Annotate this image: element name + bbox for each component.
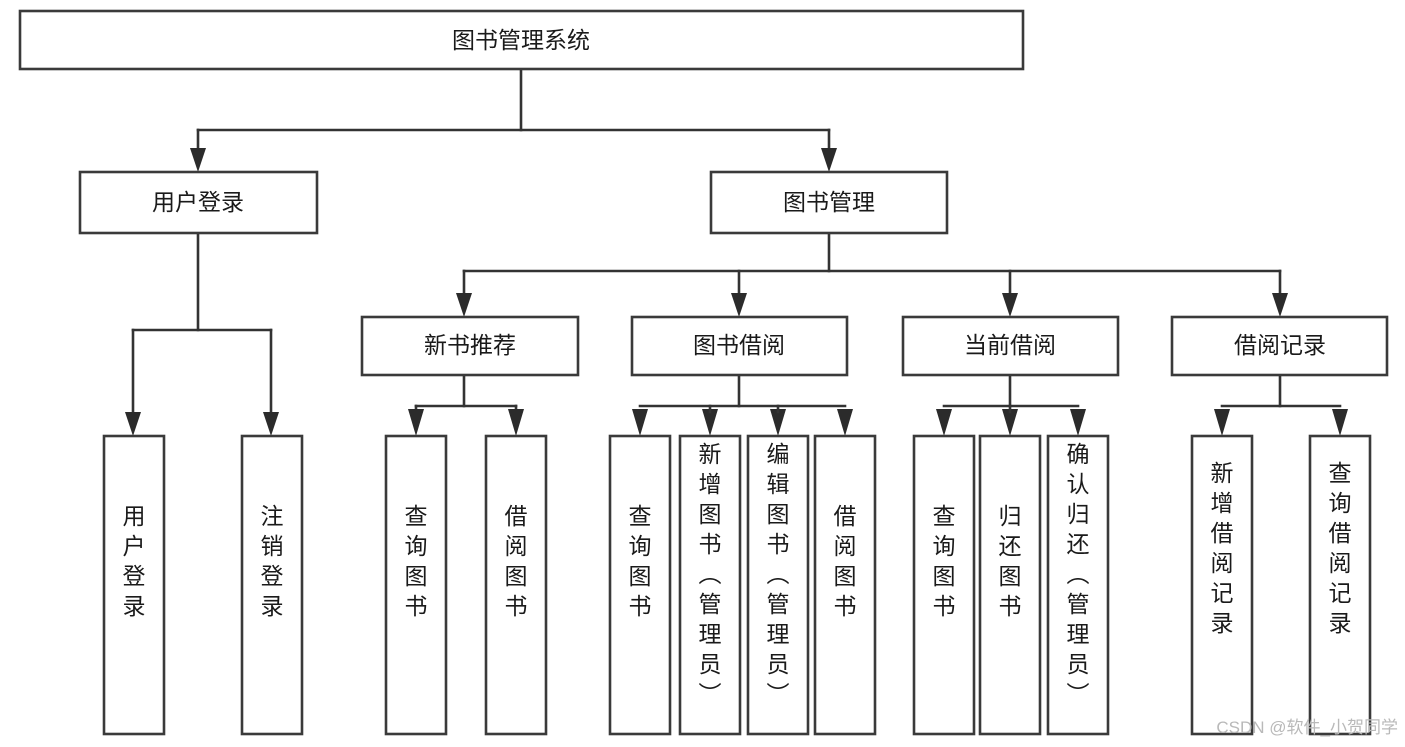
arrow-to-leaf-query-book-1 — [408, 409, 424, 436]
node-borrow-record-box[interactable] — [1170, 315, 1389, 377]
node-leaf-user-login[interactable]: 用户登录 — [102, 434, 166, 736]
node-leaf-user-login-label: 用户登录 — [123, 503, 146, 619]
arrow-to-leaf-edit-book — [770, 409, 786, 436]
node-current-borrow-box[interactable] — [901, 315, 1120, 377]
arrow-to-leaf-logout-login — [263, 412, 279, 436]
arrow-to-leaf-add-record — [1214, 409, 1230, 436]
arrow-to-new-book-recommend — [456, 293, 472, 317]
arrow-to-leaf-return-book — [1002, 409, 1018, 436]
arrow-to-leaf-borrow-book-1 — [508, 409, 524, 436]
node-book-manage[interactable]: 图书管理 — [709, 170, 949, 235]
node-leaf-edit-book[interactable]: 编辑图书︵管理员︶ — [746, 434, 810, 736]
node-leaf-borrow-book-1-label: 借阅图书 — [505, 503, 528, 619]
node-leaf-return-book-box[interactable] — [978, 434, 1042, 736]
node-borrow-record-label: 借阅记录 — [1234, 332, 1326, 358]
node-current-borrow[interactable]: 当前借阅 — [901, 315, 1120, 377]
node-leaf-logout-login-box[interactable] — [240, 434, 304, 736]
node-leaf-add-record-label: 新增借阅记录 — [1211, 460, 1234, 636]
node-leaf-borrow-book-1[interactable]: 借阅图书 — [484, 434, 548, 736]
node-leaf-confirm-return-label: 确认归还︵管理员︶ — [1067, 441, 1090, 707]
node-leaf-edit-book-box[interactable] — [746, 434, 810, 736]
node-current-borrow-label: 当前借阅 — [964, 332, 1056, 358]
arrow-to-leaf-query-book-3 — [936, 409, 952, 436]
arrow-to-leaf-borrow-book-2 — [837, 409, 853, 436]
node-leaf-return-book[interactable]: 归还图书 — [978, 434, 1042, 736]
node-leaf-add-book[interactable]: 新增图书︵管理员︶ — [678, 434, 742, 736]
node-book-manage-label: 图书管理 — [783, 189, 875, 215]
node-leaf-query-book-2-label: 查询图书 — [629, 503, 652, 619]
arrow-to-leaf-query-record — [1332, 409, 1348, 436]
node-leaf-add-book-label: 新增图书︵管理员︶ — [699, 441, 722, 707]
node-new-book-recommend[interactable]: 新书推荐 — [360, 315, 580, 377]
node-leaf-query-book-2-box[interactable] — [608, 434, 672, 736]
node-leaf-borrow-book-2-label: 借阅图书 — [834, 503, 857, 619]
node-book-borrow-label: 图书借阅 — [693, 332, 785, 358]
node-leaf-query-book-2[interactable]: 查询图书 — [608, 434, 672, 736]
node-root[interactable]: 图书管理系统 — [18, 9, 1025, 71]
connector-layer — [125, 67, 1348, 436]
node-leaf-query-record-box[interactable] — [1308, 434, 1372, 736]
node-book-borrow-box[interactable] — [630, 315, 849, 377]
node-leaf-user-login-box[interactable] — [102, 434, 166, 736]
watermark-label: CSDN @软件_小贺同学 — [1216, 718, 1398, 737]
node-leaf-query-book-1[interactable]: 查询图书 — [384, 434, 448, 736]
node-book-borrow[interactable]: 图书借阅 — [630, 315, 849, 377]
arrow-to-book-manage — [821, 148, 837, 172]
node-leaf-confirm-return-box[interactable] — [1046, 434, 1110, 736]
node-user-login-box[interactable] — [78, 170, 319, 235]
node-leaf-query-book-3-label: 查询图书 — [933, 503, 956, 619]
node-leaf-borrow-book-2-box[interactable] — [813, 434, 877, 736]
node-leaf-borrow-book-1-box[interactable] — [484, 434, 548, 736]
node-leaf-query-record[interactable]: 查询借阅记录 — [1308, 434, 1372, 736]
node-leaf-query-book-3[interactable]: 查询图书 — [912, 434, 976, 736]
node-leaf-query-record-label: 查询借阅记录 — [1329, 460, 1352, 636]
node-leaf-query-book-1-box[interactable] — [384, 434, 448, 736]
node-leaf-logout-login[interactable]: 注销登录 — [240, 434, 304, 736]
arrow-to-borrow-record — [1272, 293, 1288, 317]
node-leaf-add-book-box[interactable] — [678, 434, 742, 736]
node-root-box[interactable] — [18, 9, 1025, 71]
node-leaf-edit-book-label: 编辑图书︵管理员︶ — [767, 441, 790, 707]
arrow-to-leaf-user-login — [125, 412, 141, 436]
arrow-to-current-borrow — [1002, 293, 1018, 317]
node-leaf-return-book-label: 归还图书 — [999, 503, 1022, 619]
arrow-to-leaf-add-book — [702, 409, 718, 436]
node-book-manage-box[interactable] — [709, 170, 949, 235]
node-user-login-label: 用户登录 — [152, 189, 244, 215]
node-leaf-add-record[interactable]: 新增借阅记录 — [1190, 434, 1254, 736]
arrow-to-book-borrow — [731, 293, 747, 317]
node-new-book-recommend-label: 新书推荐 — [424, 332, 516, 358]
node-leaf-add-record-box[interactable] — [1190, 434, 1254, 736]
arrow-to-leaf-query-book-2 — [632, 409, 648, 436]
node-leaf-query-book-1-label: 查询图书 — [405, 503, 428, 619]
node-leaf-borrow-book-2[interactable]: 借阅图书 — [813, 434, 877, 736]
node-new-book-recommend-box[interactable] — [360, 315, 580, 377]
node-leaf-logout-login-label: 注销登录 — [261, 503, 284, 619]
node-leaf-confirm-return[interactable]: 确认归还︵管理员︶ — [1046, 434, 1110, 736]
node-borrow-record[interactable]: 借阅记录 — [1170, 315, 1389, 377]
node-leaf-query-book-3-box[interactable] — [912, 434, 976, 736]
arrow-to-leaf-confirm-return — [1070, 409, 1086, 436]
node-user-login[interactable]: 用户登录 — [78, 170, 319, 235]
node-root-label: 图书管理系统 — [452, 27, 590, 53]
arrow-to-user-login — [190, 148, 206, 172]
